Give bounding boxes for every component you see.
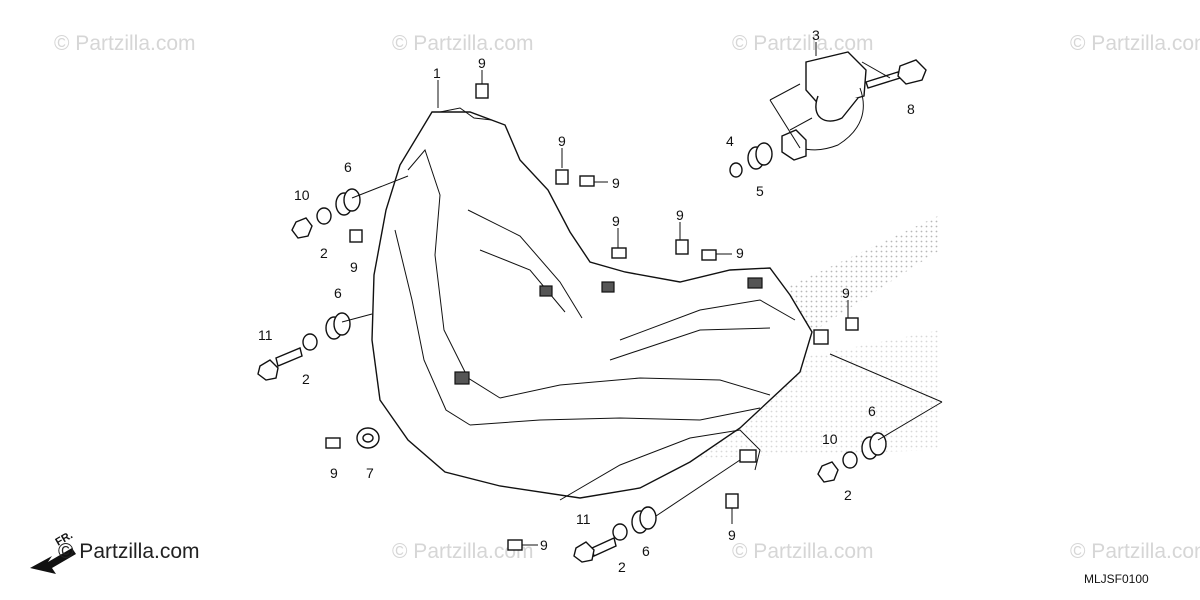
callout-labels: 1 9 3 8 4 5 9 9 6 10 2 9 9 9 9 6 11 2 9 … <box>258 27 915 575</box>
callout-2: 2 <box>618 559 626 575</box>
grommet-6-right[interactable] <box>861 432 887 460</box>
headlight-assembly[interactable] <box>371 107 829 501</box>
callout-9: 9 <box>612 175 620 191</box>
watermark: © Partzilla.com <box>732 540 874 563</box>
grommet-6-upper-left[interactable] <box>335 188 361 216</box>
callout-11: 11 <box>258 327 273 343</box>
callout-10: 10 <box>822 431 838 447</box>
callout-9: 9 <box>676 207 684 223</box>
callout-6: 6 <box>868 403 876 419</box>
watermark: © Partzilla.com <box>392 32 534 55</box>
callout-1: 1 <box>433 65 441 81</box>
callout-9: 9 <box>350 259 358 275</box>
watermark: © Partzilla.com <box>54 32 196 55</box>
callout-3: 3 <box>812 27 820 43</box>
watermark: © Partzilla.com <box>732 32 874 55</box>
watermark: © Partzilla.com <box>1070 540 1200 563</box>
part-8-bolt[interactable] <box>865 59 927 89</box>
part-4-bushing[interactable] <box>729 162 743 178</box>
callout-9: 9 <box>330 465 338 481</box>
grommet-6-bottom[interactable] <box>631 506 657 534</box>
callout-4: 4 <box>726 133 734 149</box>
callout-9: 9 <box>478 55 486 71</box>
watermark: © Partzilla.com <box>392 540 534 563</box>
watermark: © Partzilla.com <box>1070 32 1200 55</box>
callout-2: 2 <box>320 245 328 261</box>
washer-2-bottom[interactable] <box>612 523 628 541</box>
callout-10: 10 <box>294 187 310 203</box>
callout-8: 8 <box>907 101 915 117</box>
callout-9: 9 <box>612 213 620 229</box>
callout-7: 7 <box>366 465 374 481</box>
callout-9: 9 <box>558 133 566 149</box>
callout-9: 9 <box>842 285 850 301</box>
clip-9[interactable] <box>325 83 859 551</box>
callout-11: 11 <box>576 511 591 527</box>
leader-lines <box>341 42 943 546</box>
bolt-11-bottom[interactable] <box>573 537 617 563</box>
callout-5: 5 <box>756 183 764 199</box>
diagram-code: MLJSF0100 <box>1084 572 1149 586</box>
bolt-11-mid-left[interactable] <box>257 347 303 381</box>
part-3-socket[interactable] <box>769 51 867 161</box>
callout-2: 2 <box>844 487 852 503</box>
washer-2-upper-left[interactable] <box>316 207 332 225</box>
nut-10-right[interactable] <box>817 461 839 483</box>
callout-6: 6 <box>642 543 650 559</box>
nut-10-upper-left[interactable] <box>291 217 313 239</box>
callout-9: 9 <box>736 245 744 261</box>
grommet-6-mid-left[interactable] <box>325 312 351 340</box>
callout-9: 9 <box>540 537 548 553</box>
brand-watermark: © Partzilla.com <box>58 540 200 563</box>
grommet-7[interactable] <box>356 427 380 449</box>
callout-9: 9 <box>728 527 736 543</box>
callout-6: 6 <box>334 285 342 301</box>
part-5-grommet[interactable] <box>747 142 773 170</box>
callout-2: 2 <box>302 371 310 387</box>
washer-2-mid-left[interactable] <box>302 333 318 351</box>
callout-6: 6 <box>344 159 352 175</box>
washer-2-right[interactable] <box>842 451 858 469</box>
